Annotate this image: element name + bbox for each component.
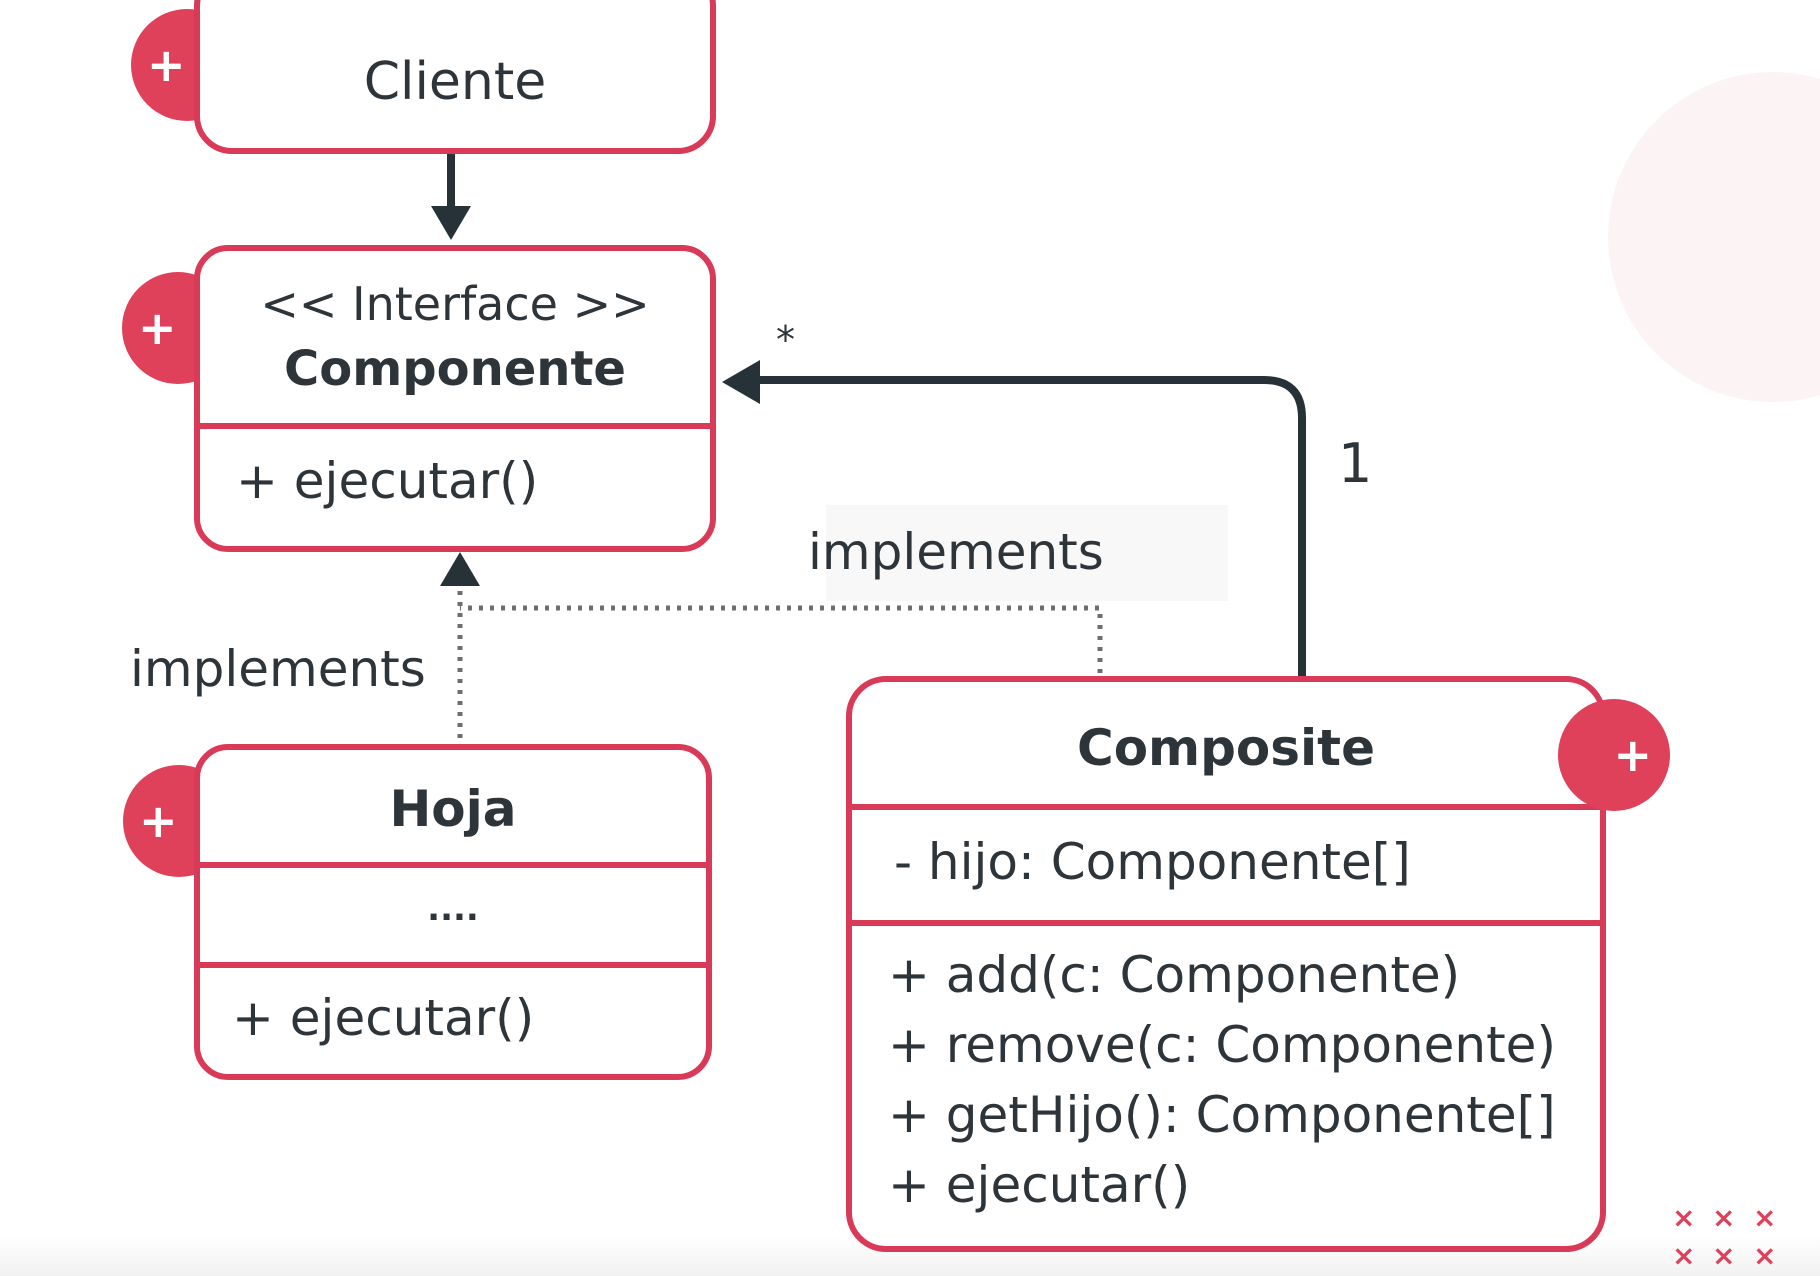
- composite-plus-icon[interactable]: +: [1558, 699, 1670, 811]
- hoja-implements-label: implements: [130, 640, 426, 698]
- implements-arrowhead: [440, 552, 480, 586]
- composite-divider-top: [852, 804, 1600, 810]
- x-mark-icon: ×: [1712, 1201, 1736, 1234]
- composite-method-ejecutar: + ejecutar(): [888, 1156, 1191, 1214]
- class-name-composite: Composite: [1077, 719, 1375, 777]
- hoja-attributes-ellipsis: ....: [427, 889, 479, 929]
- class-name-hoja: Hoja: [389, 780, 517, 838]
- composite-implements-label: implements: [808, 523, 1104, 581]
- composite-divider-bottom: [852, 920, 1600, 926]
- hoja-divider-bottom: [200, 962, 706, 968]
- interface-stereotype: << Interface >>: [260, 277, 650, 331]
- composite-attribute-hijo: - hijo: Componente[]: [894, 833, 1411, 891]
- interface-componente[interactable]: << Interface >> Componente + ejecutar(): [194, 245, 716, 552]
- multiplicity-one: 1: [1338, 432, 1373, 495]
- interface-divider: [200, 423, 710, 429]
- x-mark-decoration: × × × × × ×: [1672, 1204, 1792, 1276]
- label-background-panel: [826, 505, 1228, 601]
- class-name-cliente: Cliente: [363, 52, 547, 112]
- x-mark-icon: ×: [1753, 1239, 1777, 1272]
- x-mark-icon: ×: [1672, 1239, 1696, 1272]
- composite-implements-line: [460, 605, 1103, 673]
- x-mark-icon: ×: [1712, 1239, 1736, 1272]
- hoja-divider-top: [200, 862, 706, 868]
- class-composite[interactable]: Composite - hijo: Componente[] + add(c: …: [846, 676, 1606, 1252]
- class-hoja[interactable]: Hoja .... + ejecutar(): [194, 744, 712, 1080]
- componente-method-ejecutar: + ejecutar(): [236, 452, 539, 510]
- interface-name-componente: Componente: [284, 341, 626, 397]
- composite-method-remove: + remove(c: Componente): [888, 1016, 1556, 1074]
- hoja-method-ejecutar: + ejecutar(): [232, 989, 535, 1047]
- x-mark-icon: ×: [1753, 1201, 1777, 1234]
- multiplicity-many: *: [776, 318, 795, 362]
- class-cliente[interactable]: Cliente: [194, 0, 716, 154]
- x-mark-icon: ×: [1672, 1201, 1696, 1234]
- composite-method-add: + add(c: Componente): [888, 946, 1461, 1004]
- aggregation-line: [758, 376, 1306, 678]
- aggregation-arrowhead: [722, 360, 760, 404]
- cliente-to-componente-arrowhead: [431, 206, 471, 240]
- composite-method-gethijo: + getHijo(): Componente[]: [888, 1086, 1556, 1144]
